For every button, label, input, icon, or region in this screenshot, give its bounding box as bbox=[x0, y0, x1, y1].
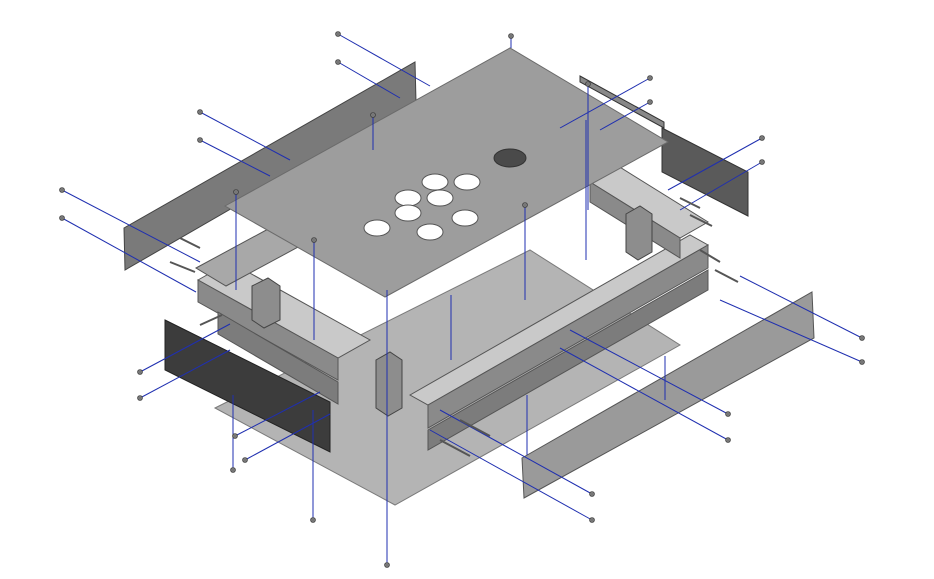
axis-line bbox=[719, 299, 863, 363]
screw-icon bbox=[714, 269, 739, 283]
corner-posts bbox=[251, 205, 653, 417]
axis-line bbox=[667, 137, 763, 191]
bolt-icon bbox=[647, 75, 653, 81]
bolt-icon bbox=[335, 31, 341, 37]
axis-line bbox=[244, 413, 331, 461]
bolt-icon bbox=[725, 437, 731, 443]
bolt-icon bbox=[197, 137, 203, 143]
rail-right-face bbox=[427, 244, 709, 429]
top-plate bbox=[223, 47, 670, 298]
bolt-icon bbox=[242, 457, 248, 463]
bolt-icon bbox=[59, 187, 65, 193]
bolt-icon bbox=[522, 202, 528, 208]
screw-icon bbox=[439, 439, 471, 457]
screw-icon bbox=[459, 419, 491, 437]
button-hole bbox=[394, 204, 422, 222]
button-holes bbox=[363, 148, 527, 241]
axis-line bbox=[439, 409, 593, 495]
side-panel-right-back bbox=[661, 127, 749, 217]
axis-line bbox=[199, 139, 271, 177]
side-panel-right-front bbox=[521, 291, 815, 499]
axis-line bbox=[234, 391, 321, 437]
button-hole bbox=[416, 223, 444, 241]
bolt-icon bbox=[137, 395, 143, 401]
button-hole bbox=[363, 219, 391, 237]
button-hole bbox=[426, 189, 454, 207]
axis-line bbox=[559, 347, 729, 441]
bolt-icon bbox=[759, 135, 765, 141]
screw-icon bbox=[689, 214, 713, 227]
axis-line bbox=[599, 101, 651, 131]
bolt-icon bbox=[725, 411, 731, 417]
axis-line bbox=[429, 429, 593, 521]
bolt-icon bbox=[585, 81, 591, 87]
screw-icon bbox=[679, 197, 701, 209]
screw-icon bbox=[179, 237, 201, 249]
bolt-icon bbox=[647, 99, 653, 105]
bolt-icon bbox=[232, 433, 238, 439]
bolt-icon bbox=[859, 335, 865, 341]
bolt-icon bbox=[335, 59, 341, 65]
bolt-icon bbox=[310, 517, 316, 523]
joystick-hole bbox=[493, 148, 527, 168]
axis-line bbox=[61, 217, 197, 293]
fasteners bbox=[59, 31, 865, 568]
corner-post-left bbox=[251, 277, 281, 329]
button-hole bbox=[451, 209, 479, 227]
bolt-icon bbox=[589, 517, 595, 523]
axis-line bbox=[61, 189, 201, 263]
screw-icon bbox=[699, 249, 721, 263]
corner-post-front bbox=[375, 351, 403, 417]
frame-rails bbox=[194, 165, 710, 451]
rail-right-lower bbox=[427, 269, 709, 451]
axis-line bbox=[559, 77, 651, 129]
bolt-icon bbox=[311, 237, 317, 243]
bolt-icon bbox=[589, 491, 595, 497]
bolt-icon bbox=[233, 189, 239, 195]
axis-line bbox=[337, 61, 401, 99]
button-hole bbox=[453, 173, 481, 191]
rail-left-face bbox=[197, 279, 339, 381]
bolt-icon bbox=[370, 112, 376, 118]
bolt-icon bbox=[230, 467, 236, 473]
axis-line bbox=[139, 349, 231, 399]
bolt-icon bbox=[137, 369, 143, 375]
side-panel-right-back-top bbox=[579, 75, 665, 129]
bolt-icon bbox=[59, 215, 65, 221]
bolt-icon bbox=[859, 359, 865, 365]
axis-line bbox=[569, 329, 729, 415]
bolt-icon bbox=[197, 109, 203, 115]
axis-line bbox=[139, 323, 231, 373]
axis-line bbox=[199, 111, 291, 161]
bolt-icon bbox=[759, 159, 765, 165]
axis-line bbox=[739, 275, 863, 339]
bolt-icon bbox=[384, 562, 390, 568]
axis-line bbox=[337, 33, 431, 87]
side-panel-left-front bbox=[164, 319, 331, 453]
screw-icon bbox=[169, 261, 196, 273]
button-hole bbox=[421, 173, 449, 191]
bolt-icon bbox=[508, 33, 514, 39]
rail-left-lower bbox=[217, 311, 339, 405]
button-hole bbox=[394, 189, 422, 207]
corner-post-back bbox=[625, 205, 653, 261]
screw-icon bbox=[199, 314, 223, 326]
axis-line bbox=[679, 161, 763, 211]
assembly-axis-lines bbox=[61, 33, 863, 565]
